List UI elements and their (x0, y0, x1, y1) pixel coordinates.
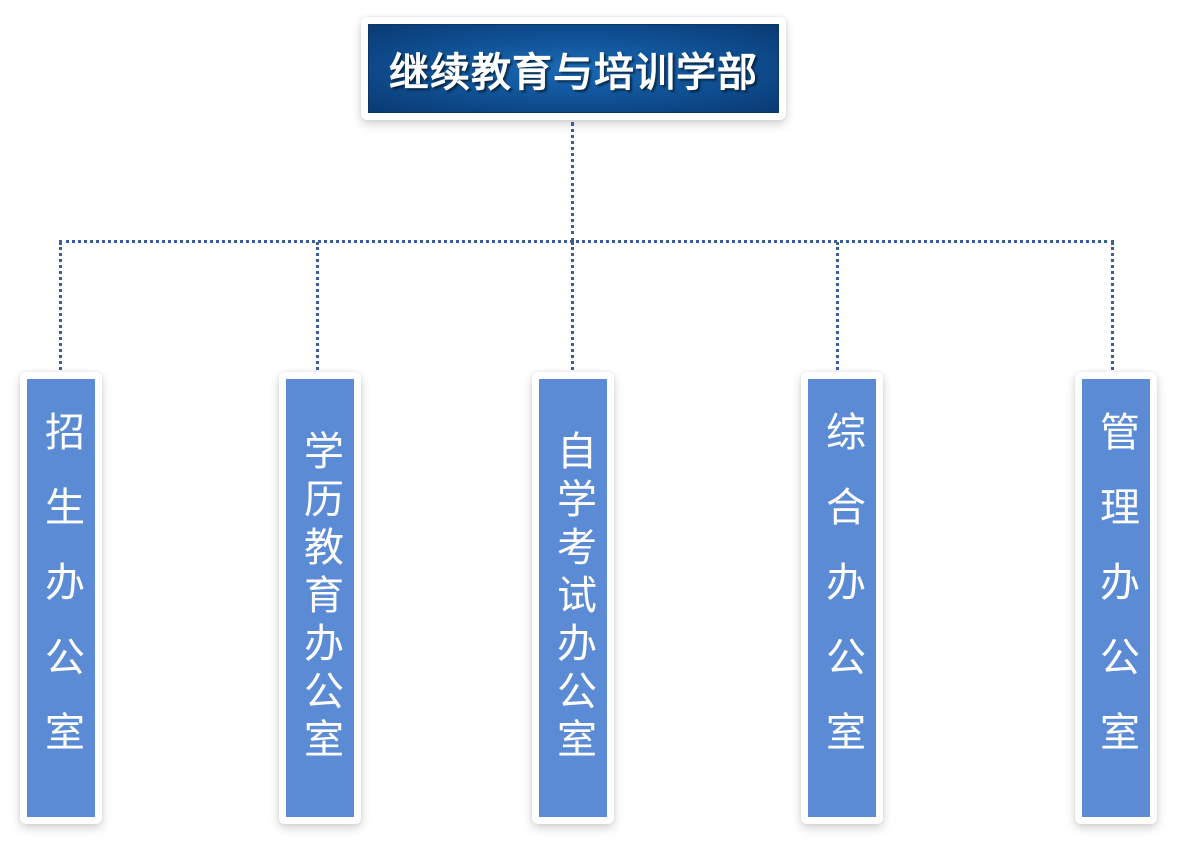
connector-child-3 (571, 242, 574, 370)
child-node-box: 招生办公室 (27, 379, 95, 817)
child-node-box: 自学考试办公室 (539, 379, 607, 817)
child-node-general-office: 综合办公室 (801, 372, 883, 824)
root-node-box: 继续教育与培训学部 (368, 24, 779, 113)
root-title: 继续教育与培训学部 (389, 48, 758, 96)
child-node-degree-education: 学历教育办公室 (279, 372, 361, 824)
child-label: 综合办公室 (819, 410, 865, 786)
child-label: 招生办公室 (38, 410, 84, 786)
child-node-box: 综合办公室 (808, 379, 876, 817)
child-label: 学历教育办公室 (297, 430, 343, 766)
child-node-enrollment: 招生办公室 (20, 372, 102, 824)
child-label: 管理办公室 (1093, 410, 1139, 786)
child-node-box: 管理办公室 (1082, 379, 1150, 817)
connector-child-4 (836, 242, 839, 370)
child-node-self-study-exam: 自学考试办公室 (532, 372, 614, 824)
child-node-box: 学历教育办公室 (286, 379, 354, 817)
child-label: 自学考试办公室 (550, 430, 596, 766)
child-node-management: 管理办公室 (1075, 372, 1157, 824)
connector-child-2 (316, 242, 319, 370)
connector-child-1 (59, 242, 62, 370)
connector-child-5 (1111, 242, 1114, 370)
connector-root-trunk (571, 122, 574, 242)
connector-horizontal-bus (59, 240, 1114, 243)
root-node: 继续教育与培训学部 (361, 17, 786, 120)
